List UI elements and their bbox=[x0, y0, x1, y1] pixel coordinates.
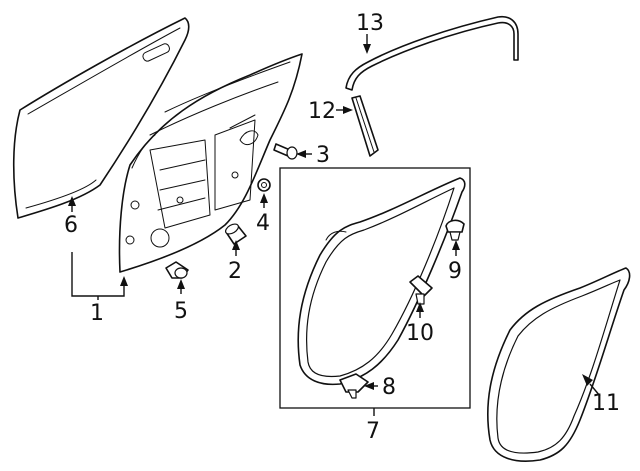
stopper-part-2 bbox=[225, 223, 247, 256]
callout-label-7: 7 bbox=[366, 419, 380, 444]
callout-label-4: 4 bbox=[256, 211, 270, 236]
callout-1-bracket bbox=[68, 196, 128, 300]
bolt-part-3 bbox=[273, 143, 312, 160]
callout-label-13: 13 bbox=[356, 11, 384, 36]
door-weatherstrip-part-7 bbox=[297, 177, 466, 386]
callout-label-6: 6 bbox=[64, 213, 78, 238]
grommet-part-4 bbox=[257, 178, 271, 208]
callout-label-8: 8 bbox=[382, 375, 396, 400]
upper-weatherstrip-part-13 bbox=[345, 15, 519, 91]
channel-part-12 bbox=[336, 95, 379, 157]
callout-label-5: 5 bbox=[174, 299, 188, 324]
callout-label-11: 11 bbox=[592, 391, 620, 416]
callout-label-1: 1 bbox=[90, 301, 104, 326]
outer-door-panel-part-6 bbox=[12, 17, 190, 219]
clip-part-10 bbox=[409, 275, 433, 318]
callout-label-9: 9 bbox=[448, 259, 462, 284]
callout-label-10: 10 bbox=[406, 321, 434, 346]
callout-label-12: 12 bbox=[308, 99, 336, 124]
door-shell-part-1 bbox=[118, 53, 303, 273]
callout-label-2: 2 bbox=[228, 259, 242, 284]
push-clip-part-9 bbox=[445, 219, 465, 256]
part-7-group-box bbox=[279, 167, 471, 409]
clip-part-5 bbox=[165, 261, 189, 294]
clip-part-8 bbox=[339, 373, 378, 399]
body-weatherstrip-part-11 bbox=[487, 267, 631, 462]
callout-label-3: 3 bbox=[316, 143, 330, 168]
